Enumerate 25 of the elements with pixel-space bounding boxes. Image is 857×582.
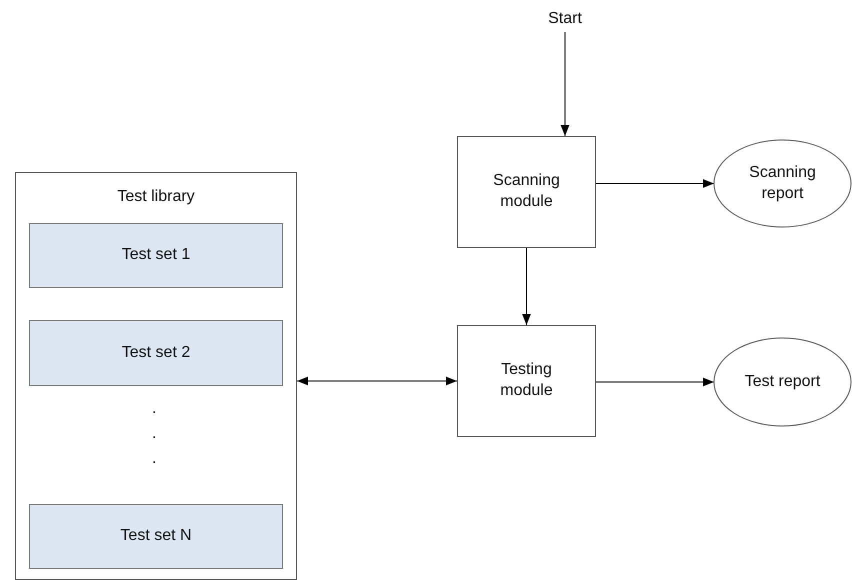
test-set-box (29, 320, 283, 386)
arrow (560, 32, 570, 136)
test-set-box (29, 504, 283, 569)
arrow (596, 179, 714, 188)
arrow (596, 378, 714, 386)
node-label: Test set 2 (122, 342, 190, 363)
node-label: Testing module (499, 360, 554, 401)
arrow (296, 376, 458, 386)
node-label: Start (548, 8, 582, 29)
module-box (457, 136, 596, 248)
node-label: Test set N (120, 526, 192, 546)
panel-heading: Test library (117, 187, 195, 207)
report-ellipse (713, 337, 852, 427)
ellipsis-dot: . (152, 400, 156, 418)
report-ellipse (713, 139, 852, 228)
node-label: Test report (744, 372, 820, 392)
module-box (457, 325, 596, 437)
library-panel (15, 172, 297, 580)
test-set-box (29, 223, 283, 288)
ellipsis-dot: . (152, 450, 156, 468)
node-label: Test set 1 (122, 245, 190, 266)
node-label: Scanning module (492, 171, 561, 212)
node-label: Scanning report (748, 162, 817, 204)
arrow (522, 248, 531, 326)
ellipsis-dot: . (152, 425, 156, 443)
